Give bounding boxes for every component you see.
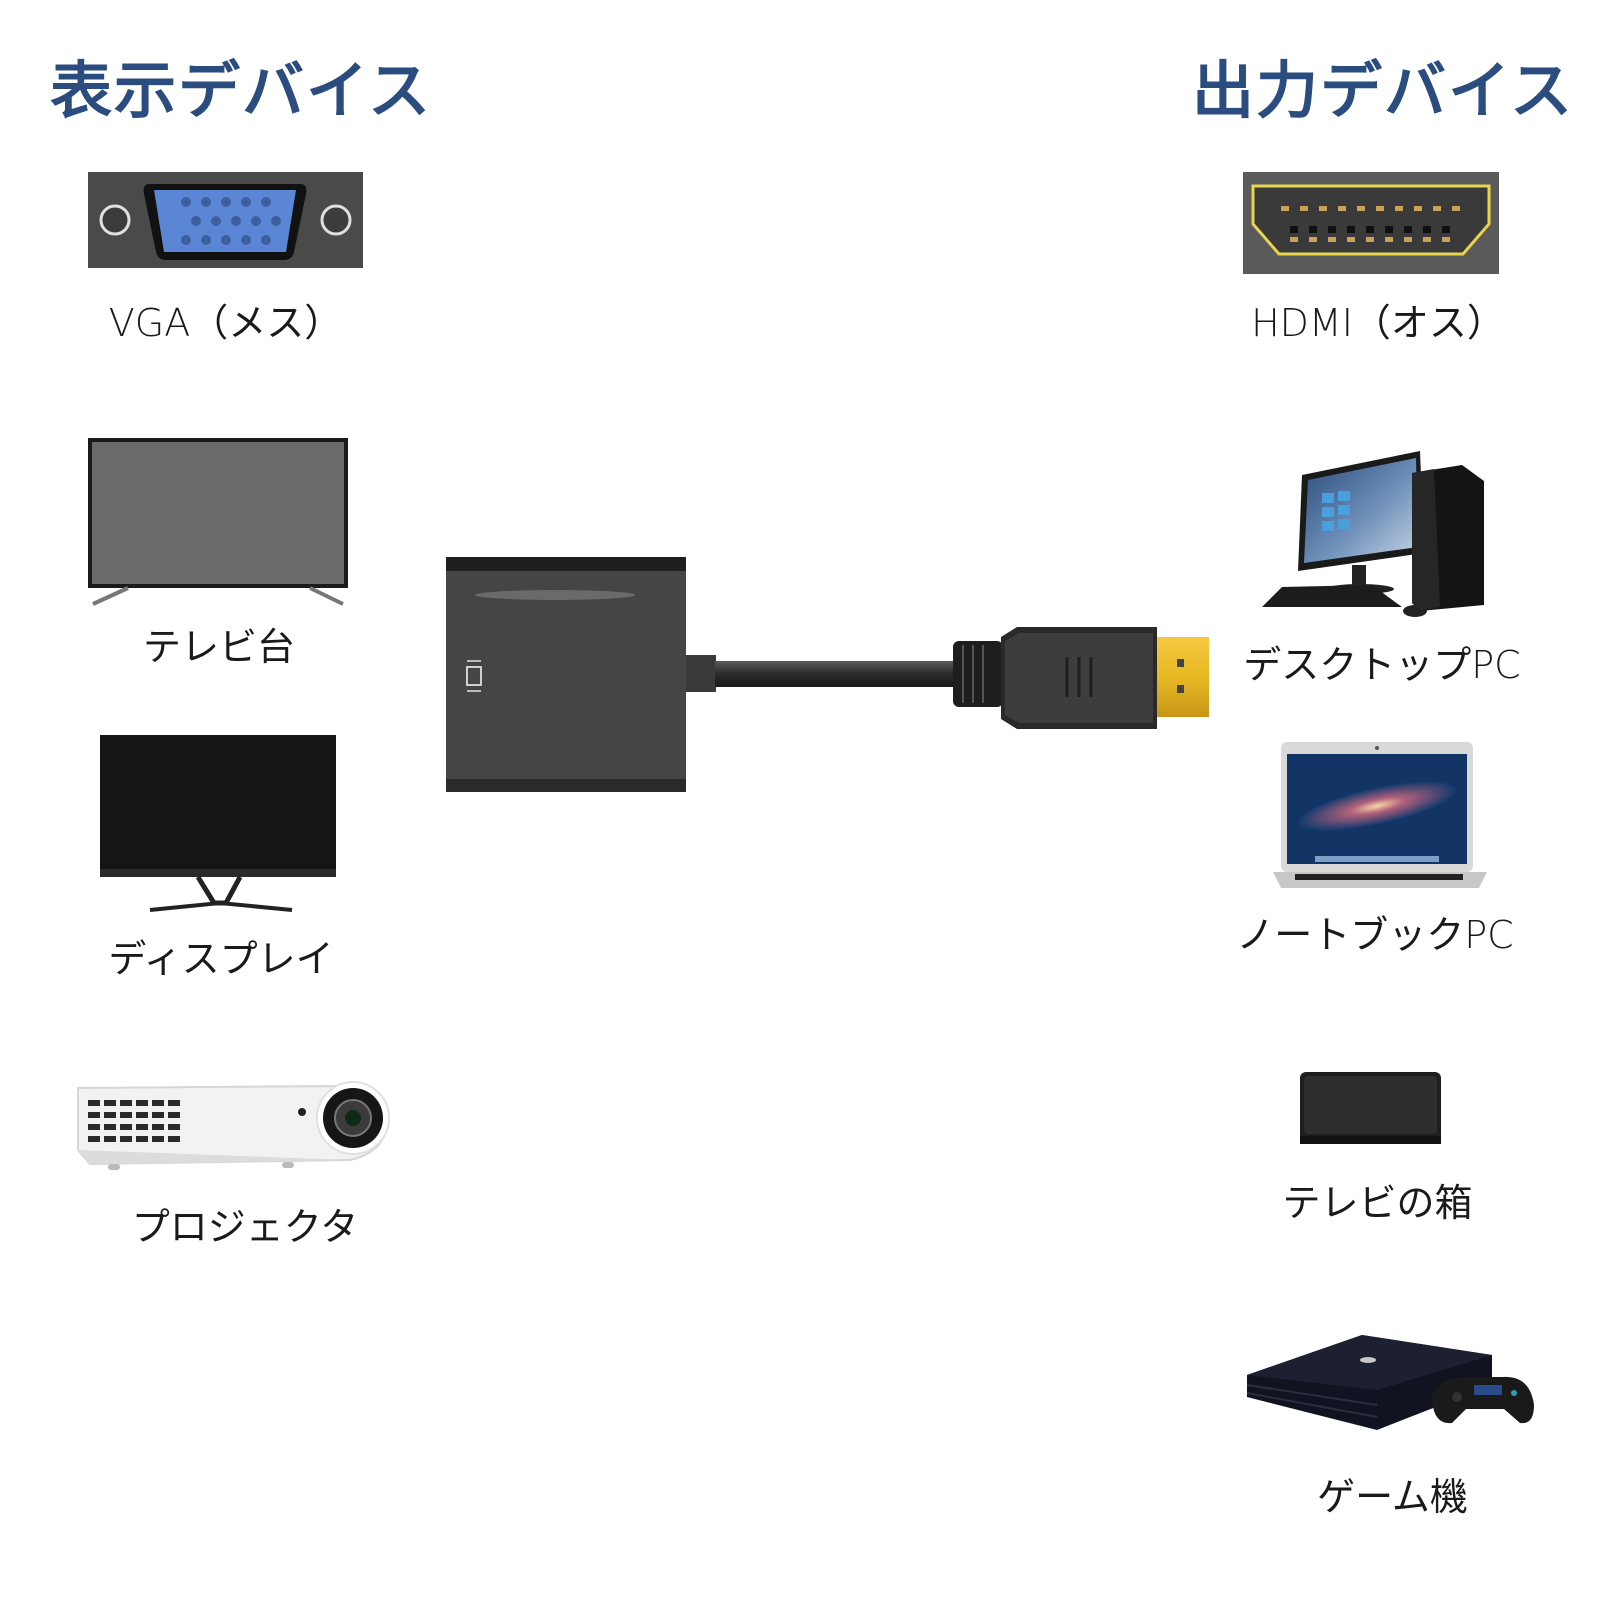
monitor-label: ディスプレイ	[108, 937, 334, 981]
desktop-pc-icon	[1252, 445, 1492, 625]
projector-label: プロジェクタ	[131, 1205, 359, 1249]
desktop-pc-label: デスクトップPC	[1243, 643, 1521, 687]
tv-icon	[88, 436, 350, 611]
laptop-icon	[1265, 740, 1495, 890]
output-devices-heading: 出力デバイス	[1192, 54, 1575, 127]
hdmi-port-icon	[1243, 172, 1499, 274]
vga-label: VGA（メス）	[108, 301, 343, 345]
monitor-icon	[100, 735, 340, 915]
game-console-icon	[1242, 1325, 1537, 1435]
tv-label: テレビ台	[142, 625, 295, 669]
hdmi-vga-adapter-icon	[445, 557, 1215, 797]
tv-box-label: テレビの箱	[1282, 1181, 1473, 1225]
vga-port-icon	[88, 172, 363, 268]
laptop-label: ノートブックPC	[1236, 913, 1514, 957]
tv-box-icon	[1298, 1070, 1443, 1150]
hdmi-label: HDMI（オス）	[1251, 301, 1505, 345]
game-console-label: ゲーム機	[1317, 1475, 1468, 1519]
projector-icon	[70, 1060, 395, 1175]
display-devices-heading: 表示デバイス	[50, 54, 433, 127]
